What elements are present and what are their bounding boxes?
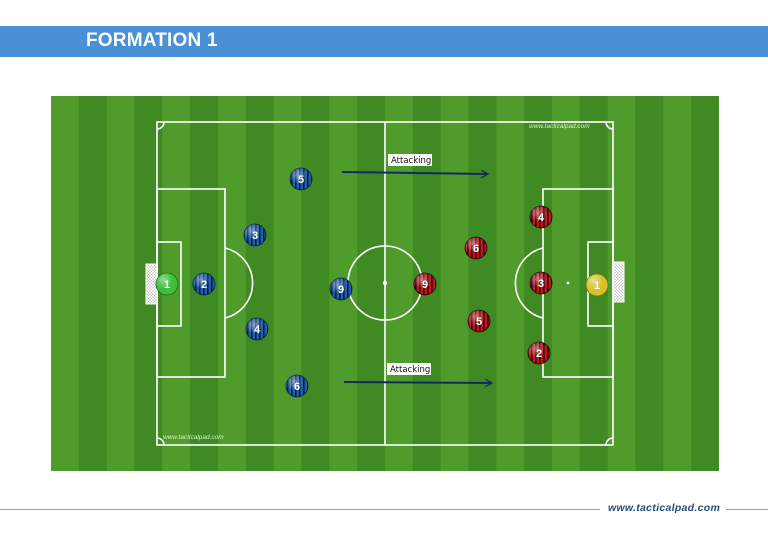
footer-rule-right [726,509,768,510]
player-red-3[interactable]: 3 [529,271,553,295]
grass-stripe [218,96,247,471]
grass-stripe [301,96,330,471]
player-blue-4[interactable]: 4 [245,317,269,341]
grass-stripe [78,96,108,471]
player-number: 1 [594,280,600,292]
player-number: 2 [536,348,542,360]
arrow-label: Attacking [390,365,430,375]
watermark-bottom-left: www.tacticalpad.com [163,434,224,441]
corner-arc-bl [156,437,165,446]
arrow-label: Attacking [391,156,431,166]
penalty-arc-right [514,247,544,319]
grass-stripe [273,96,302,471]
corner-arc-tr [605,121,614,130]
player-blue-6[interactable]: 6 [285,374,309,398]
grass-stripe [245,96,275,471]
player-blue-5[interactable]: 5 [289,167,313,191]
grass-stripe [496,96,525,471]
footer-rule-left [0,509,600,510]
arrow-label-box [388,154,432,166]
grass-stripe [385,96,414,471]
arrow-line [343,382,491,383]
center-spot [382,280,388,286]
header-bar: FORMATION 1 [0,26,768,57]
penalty-arc-left [224,247,254,319]
grass-stripe [440,96,469,471]
grass-stripe [357,96,386,471]
grass-stripe [663,96,692,471]
arrow-attacking-top: Attacking [341,154,487,174]
player-number: 3 [538,278,544,290]
penalty-spot-right [566,281,570,285]
player-blue-gk[interactable]: 1 [155,272,179,296]
team-blue: 1 2 3 4 5 [155,167,353,398]
player-number: 4 [254,324,261,336]
arrow-label-box [387,363,431,375]
grass-stripe [468,96,497,471]
player-number: 5 [298,174,304,186]
watermark-top-right: www.tacticalpad.com [529,123,590,130]
player-number: 1 [164,279,170,291]
player-red-6[interactable]: 6 [464,236,488,260]
player-red-gk[interactable]: 1 [585,273,609,297]
player-number: 9 [422,279,428,291]
grass-stripe [51,96,80,471]
player-number: 5 [476,316,482,328]
goal-right [612,261,625,303]
player-number: 6 [294,381,300,393]
grass-stripe [106,96,135,471]
player-red-2[interactable]: 2 [527,341,551,365]
player-number: 9 [338,284,344,296]
player-red-4[interactable]: 4 [529,205,553,229]
grass-stripe [635,96,664,471]
corner-arc-tl [156,121,165,130]
goal-left [145,263,158,305]
arrow-line [341,172,487,174]
player-number: 2 [201,279,207,291]
arrow-attacking-bottom: Attacking [343,363,491,383]
grass-stripe [552,96,581,471]
player-blue-2[interactable]: 2 [192,272,216,296]
footer-url: www.tacticalpad.com [608,502,721,514]
player-red-9[interactable]: 9 [413,272,437,296]
grass-stripe [691,96,719,471]
player-blue-9[interactable]: 9 [329,277,353,301]
team-red: 1 2 3 4 5 [413,205,609,365]
player-number: 6 [473,243,479,255]
pitch-diagram: www.tacticalpad.com www.tacticalpad.com … [51,96,719,471]
corner-arc-br [605,437,614,446]
player-number: 4 [538,212,545,224]
player-red-5[interactable]: 5 [467,309,491,333]
tactics-pitch: www.tacticalpad.com www.tacticalpad.com … [51,96,719,471]
page-title: FORMATION 1 [86,30,218,51]
player-blue-3[interactable]: 3 [243,223,267,247]
player-number: 3 [252,230,258,242]
